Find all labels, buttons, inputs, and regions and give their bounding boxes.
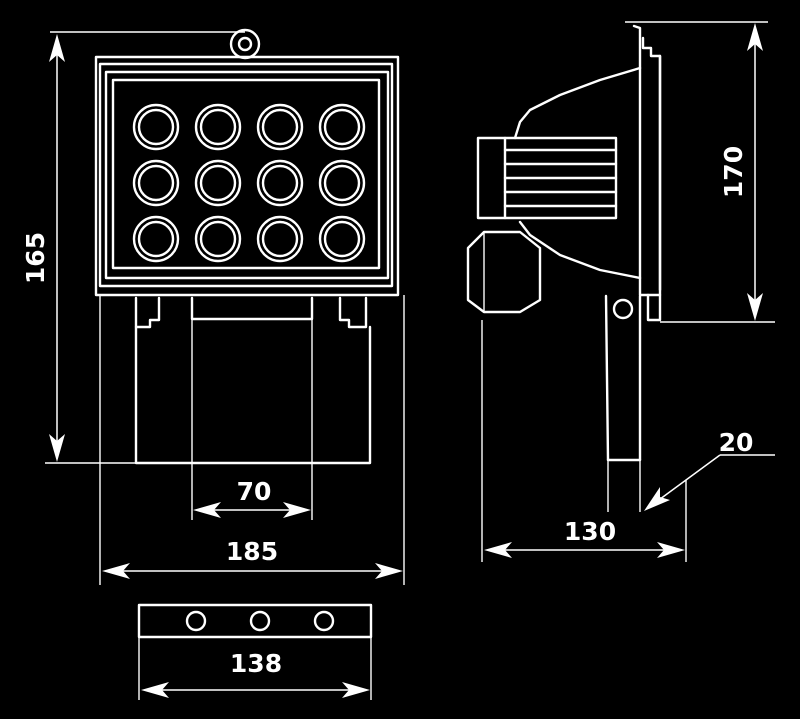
arrow-130-right	[657, 542, 685, 558]
led-ring-inner	[137, 108, 175, 146]
arrow-165-top	[49, 34, 65, 62]
led-ring-inner	[199, 108, 237, 146]
led-ring-inner	[261, 108, 299, 146]
led-ring-inner	[137, 164, 175, 202]
led-ring-outer	[256, 215, 304, 263]
led-ring-outer	[318, 103, 366, 151]
side-rear-housing	[513, 66, 642, 140]
side-bracket-left	[604, 294, 610, 462]
side-rear-housing-lower	[518, 220, 642, 280]
heatsink-fins	[503, 136, 618, 220]
arrow-170-top	[747, 23, 763, 51]
arrow-20-leader	[644, 487, 670, 511]
side-view	[466, 24, 662, 512]
mount-plate	[137, 603, 373, 639]
arrow-130-left	[484, 542, 512, 558]
dimensions: 165 170 70 185 138 130	[21, 21, 775, 700]
led-ring-inner	[199, 164, 237, 202]
led-ring-inner	[199, 220, 237, 258]
led-ring-inner	[137, 220, 175, 258]
led-ring-inner	[323, 164, 361, 202]
led-ring-outer	[318, 159, 366, 207]
led-ring-outer	[132, 103, 180, 151]
led-ring-outer	[132, 215, 180, 263]
arrow-70-left	[193, 502, 221, 518]
led-ring-outer	[132, 159, 180, 207]
mount-hole	[249, 610, 271, 632]
arrow-185-right	[375, 563, 403, 579]
bracket-clip-right	[338, 296, 368, 329]
arrow-70-right	[283, 502, 311, 518]
led-ring-outer	[256, 103, 304, 151]
led-grid	[132, 103, 366, 263]
hanging-eye-hole	[237, 36, 253, 52]
dim-width-bracket: 70	[237, 477, 272, 506]
housing-outer	[94, 55, 400, 297]
cable-gland	[466, 230, 542, 314]
side-front-plate	[632, 24, 662, 322]
mount-hole	[313, 610, 335, 632]
bracket-left-arm	[134, 325, 372, 465]
dim-width-total: 185	[226, 537, 278, 566]
housing-frame	[98, 62, 394, 288]
led-ring-inner	[323, 108, 361, 146]
arrow-165-bottom	[49, 434, 65, 462]
dim-height-front: 165	[21, 232, 50, 284]
pivot-bolt	[612, 298, 634, 320]
bracket-clip-left	[134, 296, 161, 329]
led-ring-outer	[194, 215, 242, 263]
mount-hole	[185, 610, 207, 632]
led-ring-outer	[194, 159, 242, 207]
led-panel	[111, 78, 381, 270]
mount-holes	[185, 610, 335, 632]
housing-bezel	[104, 70, 390, 280]
dim-width-mount: 138	[230, 649, 282, 678]
led-ring-inner	[261, 164, 299, 202]
arrow-185-left	[102, 563, 130, 579]
front-view	[94, 28, 400, 639]
led-ring-outer	[318, 215, 366, 263]
arrow-138-right	[342, 682, 370, 698]
led-ring-inner	[323, 220, 361, 258]
bracket-inner-slot	[190, 296, 314, 321]
led-ring-outer	[194, 103, 242, 151]
arrow-138-left	[141, 682, 169, 698]
led-ring-inner	[261, 220, 299, 258]
dim-depth-side: 130	[564, 517, 616, 546]
dim-bracket-thickness: 20	[719, 428, 754, 457]
dim-height-side: 170	[719, 146, 748, 198]
led-ring-outer	[256, 159, 304, 207]
hanging-eye	[229, 28, 261, 60]
arrow-170-bottom	[747, 293, 763, 321]
